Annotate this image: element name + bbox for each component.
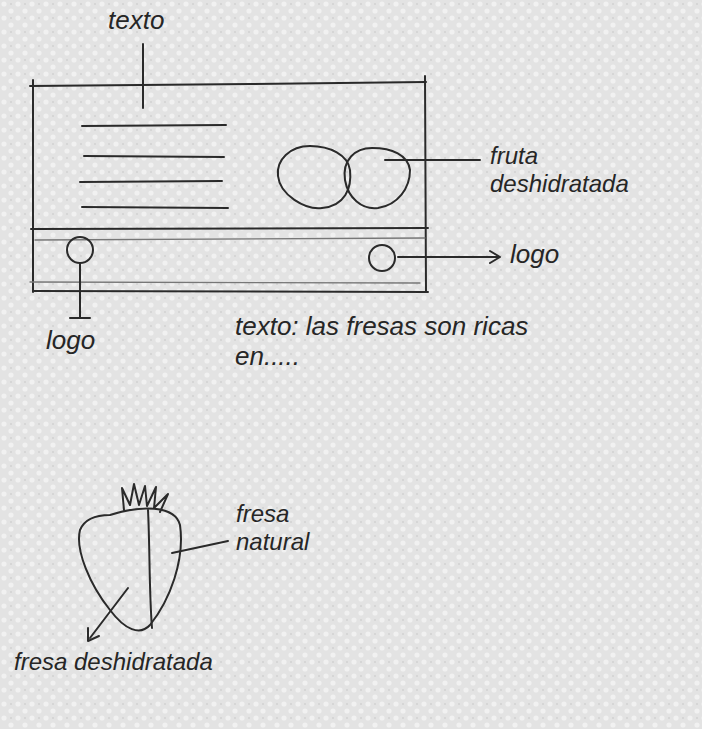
annotation-label: logo [46, 326, 95, 356]
leader-line [385, 159, 480, 161]
annotation-label: fruta deshidratada [490, 142, 680, 197]
text-line [82, 125, 226, 126]
dried-fruit [345, 148, 410, 208]
logo-circle [369, 245, 395, 271]
dried-fruit [278, 146, 351, 208]
text-line [80, 181, 222, 182]
annotation-label: fresa deshidratada [14, 648, 213, 676]
banner-edge [31, 228, 428, 229]
text-line [82, 207, 228, 208]
arrow-head [88, 628, 99, 641]
leader-line [142, 44, 144, 108]
banner-edge [35, 238, 425, 240]
leader-line [398, 256, 498, 258]
banner-edge [30, 282, 420, 283]
strawberry [79, 508, 181, 630]
annotation-label: texto: las fresas son ricas en..... [235, 312, 565, 372]
text-line [84, 156, 224, 157]
leader-line [70, 263, 90, 318]
annotation-label: fresa natural [236, 500, 366, 555]
leader-line [172, 541, 228, 553]
annotation-label: logo [510, 240, 559, 270]
strawberry-leaves [122, 484, 168, 512]
arrow-head [490, 251, 500, 263]
logo-circle [67, 237, 93, 263]
banner-edge [30, 82, 426, 86]
banner-edge [33, 291, 428, 292]
banner-edge [425, 76, 426, 292]
leader-line [90, 588, 128, 638]
banner-edge [32, 80, 34, 292]
strawberry-divider [148, 510, 152, 628]
annotation-label: texto [108, 6, 164, 36]
